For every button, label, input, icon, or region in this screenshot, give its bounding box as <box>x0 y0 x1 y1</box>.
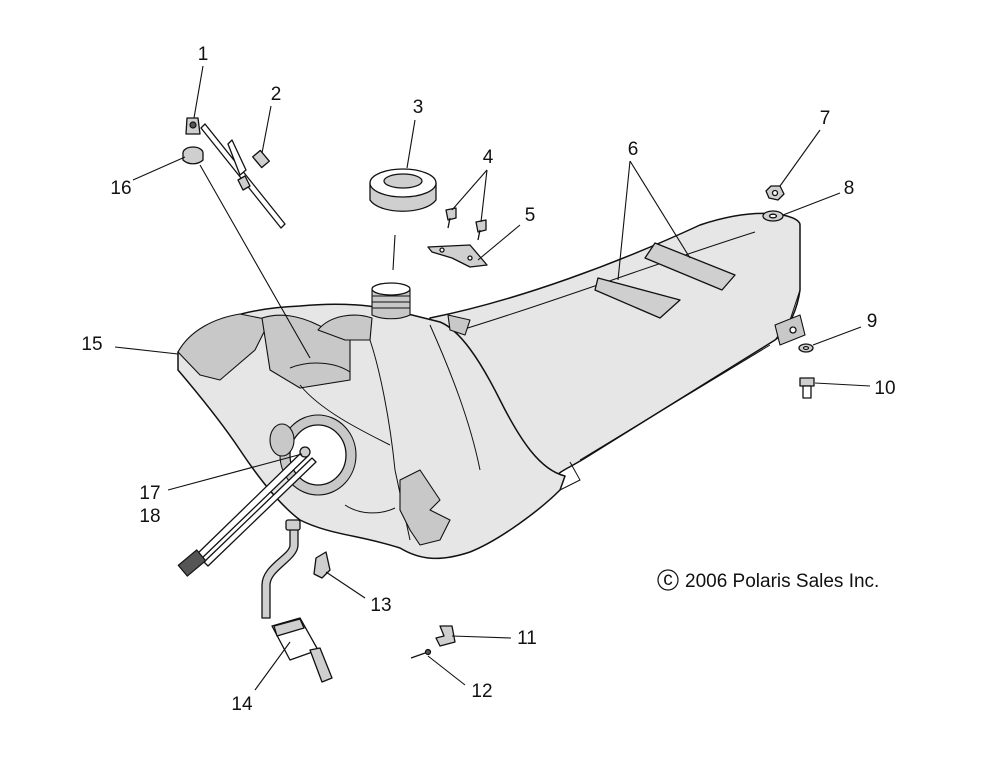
callout-1: 1 <box>198 44 209 65</box>
copyright-notice: c 2006 Polaris Sales Inc. <box>657 569 879 592</box>
leader-14 <box>254 641 291 691</box>
callout-6: 6 <box>628 139 639 160</box>
copyright-text: 2006 Polaris Sales Inc. <box>685 571 879 592</box>
callout-11: 11 <box>517 628 537 649</box>
callout-17: 17 <box>139 483 160 504</box>
leader-10 <box>814 382 871 387</box>
callout-3: 3 <box>413 97 424 118</box>
leader-16-to-tank <box>199 164 311 359</box>
callout-18: 18 <box>139 506 160 527</box>
leader-8 <box>782 192 841 216</box>
callout-14: 14 <box>231 694 253 715</box>
washer-lower <box>798 343 814 353</box>
callout-5: 5 <box>525 205 536 226</box>
bracket <box>427 244 488 268</box>
washer-upper <box>762 210 784 222</box>
callout-13: 13 <box>370 595 391 616</box>
callout-8: 8 <box>844 178 855 199</box>
clip <box>435 625 456 647</box>
callout-labels: 1 2 3 4 5 6 7 8 9 10 11 12 13 14 15 16 1… <box>81 44 895 715</box>
callout-4: 4 <box>483 147 494 168</box>
leader-12 <box>427 655 466 686</box>
leader-2 <box>261 105 272 154</box>
leader-17 <box>167 453 303 491</box>
hose-clamp <box>313 551 331 579</box>
leader-6b <box>629 160 691 259</box>
leader-3 <box>406 119 416 169</box>
pin <box>410 648 432 659</box>
leader-11 <box>451 635 512 639</box>
leader-9 <box>812 326 862 346</box>
fuel-line-filter <box>261 519 333 683</box>
callout-9: 9 <box>867 311 878 332</box>
leader-lines <box>114 65 871 691</box>
vent-tube <box>200 123 286 229</box>
fuel-tank <box>177 212 806 560</box>
leader-13 <box>325 571 366 599</box>
leader-4b <box>480 169 488 223</box>
fuel-pump-harness <box>177 446 317 577</box>
leader-15 <box>114 346 179 355</box>
leader-4a <box>451 169 488 211</box>
leader-3-to-neck <box>392 234 396 271</box>
leader-5 <box>477 224 521 261</box>
callout-10: 10 <box>874 378 895 399</box>
nut <box>765 185 785 201</box>
vent-fitting <box>185 117 201 135</box>
fuel-cap <box>369 168 437 212</box>
screws <box>445 207 487 241</box>
grommet <box>182 146 204 165</box>
callout-16: 16 <box>110 178 131 199</box>
callout-15: 15 <box>81 334 102 355</box>
callout-7: 7 <box>820 108 831 129</box>
callout-12: 12 <box>471 681 492 702</box>
leader-6a <box>617 160 631 281</box>
copyright-symbol-circle <box>657 569 679 591</box>
callout-2: 2 <box>271 84 282 105</box>
bolt <box>799 377 815 399</box>
copyright-symbol: c <box>663 569 673 590</box>
leader-7 <box>779 129 821 187</box>
leader-1 <box>193 65 204 119</box>
leader-16 <box>132 156 186 181</box>
